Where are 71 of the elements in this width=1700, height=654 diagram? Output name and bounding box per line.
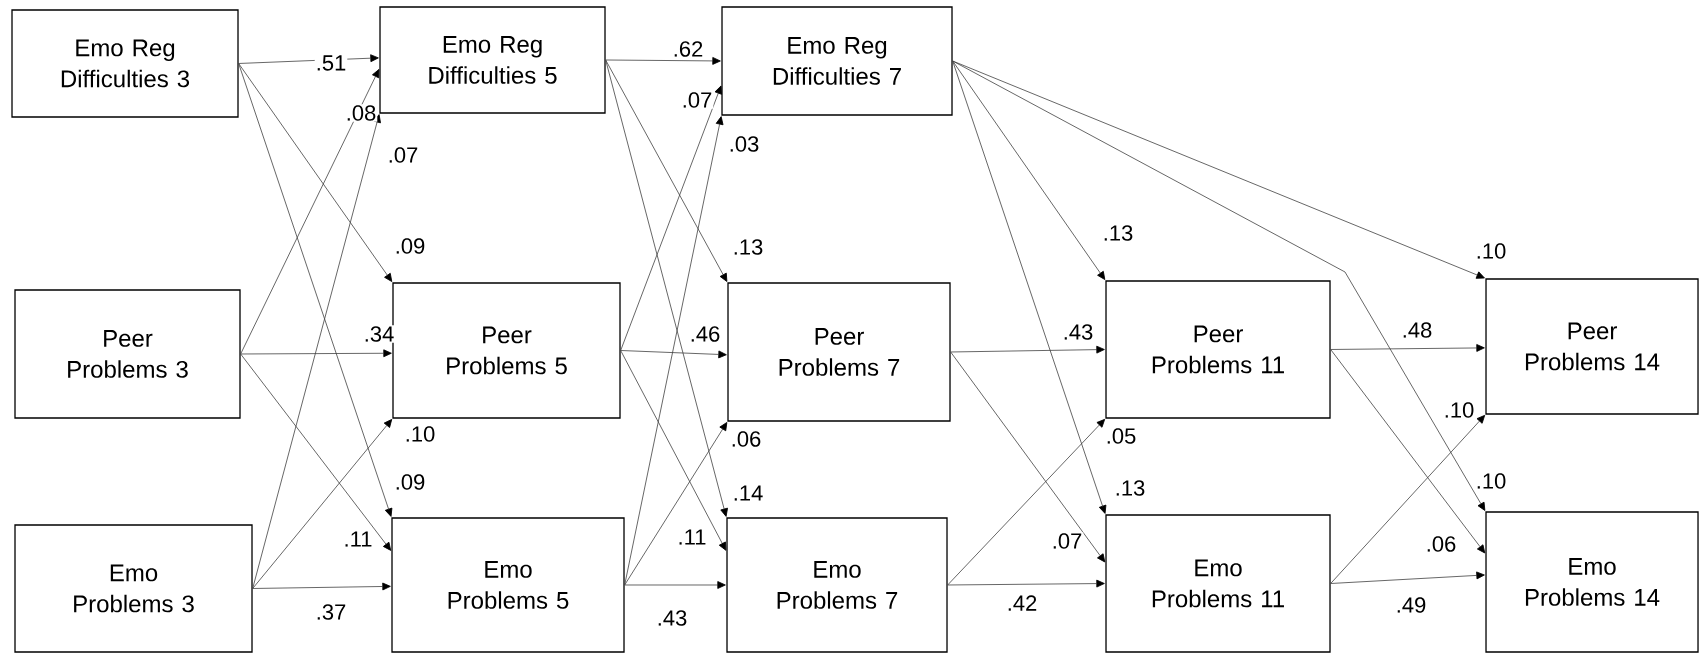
edge-label: .03 bbox=[727, 135, 761, 153]
arrow bbox=[620, 85, 722, 351]
arrow bbox=[1330, 571, 1485, 584]
arrow bbox=[1330, 344, 1485, 352]
edge-label: .46 bbox=[688, 325, 722, 343]
edge-label: .09 bbox=[393, 237, 427, 255]
edge-label: .09 bbox=[393, 473, 427, 491]
variable-box: Emo Reg Difficulties 3 bbox=[11, 9, 239, 118]
arrow bbox=[238, 63, 393, 282]
arrow bbox=[624, 116, 724, 586]
variable-box: Peer Problems 3 bbox=[14, 289, 241, 419]
edge-label: .62 bbox=[671, 40, 705, 58]
arrow bbox=[952, 60, 1485, 279]
edge-label: .37 bbox=[314, 603, 348, 621]
variable-box: Emo Problems 7 bbox=[726, 517, 948, 653]
edge-label: .43 bbox=[1061, 323, 1095, 341]
arrow bbox=[952, 60, 1486, 511]
arrow bbox=[950, 351, 1106, 563]
variable-box: Emo Problems 5 bbox=[391, 517, 625, 653]
edge-label: .07 bbox=[680, 91, 714, 109]
arrow bbox=[624, 422, 728, 586]
arrow bbox=[624, 581, 726, 589]
edge-label: .10 bbox=[1474, 242, 1508, 260]
arrow bbox=[605, 57, 721, 65]
arrow bbox=[1330, 414, 1486, 584]
edge-label: .11 bbox=[676, 528, 708, 546]
arrow bbox=[620, 350, 727, 359]
edge-label: .13 bbox=[1113, 479, 1147, 497]
arrow bbox=[240, 353, 392, 551]
arrow bbox=[240, 69, 380, 355]
variable-box: Emo Problems 14 bbox=[1485, 511, 1699, 653]
arrow bbox=[238, 63, 393, 517]
edge-label: .48 bbox=[1400, 321, 1434, 339]
variable-box: Peer Problems 14 bbox=[1485, 278, 1699, 415]
variable-box: Emo Reg Difficulties 5 bbox=[379, 6, 606, 114]
variable-box: Peer Problems 7 bbox=[727, 282, 951, 422]
arrow bbox=[1330, 349, 1486, 554]
edge-label: .43 bbox=[655, 609, 689, 627]
edge-label: .10 bbox=[1442, 401, 1476, 419]
edge-label: .07 bbox=[1050, 532, 1084, 550]
edge-label: .10 bbox=[1474, 472, 1508, 490]
edge-label: .06 bbox=[729, 430, 763, 448]
arrow bbox=[950, 345, 1105, 354]
arrow bbox=[252, 114, 381, 589]
edge-label: .10 bbox=[403, 425, 437, 443]
arrow bbox=[952, 60, 1106, 280]
arrow bbox=[605, 59, 728, 282]
edge-label: .34 bbox=[362, 325, 396, 343]
edge-label: .14 bbox=[731, 484, 765, 502]
arrow bbox=[252, 419, 393, 589]
arrow bbox=[240, 349, 392, 358]
arrow bbox=[947, 579, 1105, 588]
edge-label: .49 bbox=[1394, 596, 1428, 614]
edge-label: .05 bbox=[1104, 427, 1138, 445]
edge-label: .11 bbox=[342, 530, 374, 548]
arrow bbox=[947, 418, 1106, 586]
arrow bbox=[605, 59, 728, 517]
edge-label: .13 bbox=[731, 238, 765, 256]
edge-label: .08 bbox=[344, 104, 378, 122]
edge-label: .06 bbox=[1424, 535, 1458, 553]
edge-label: .51 bbox=[314, 54, 348, 72]
arrow bbox=[620, 350, 727, 551]
variable-box: Peer Problems 11 bbox=[1105, 280, 1331, 419]
variable-box: Emo Problems 11 bbox=[1105, 514, 1331, 653]
edge-label: .42 bbox=[1005, 594, 1039, 612]
variable-box: Emo Problems 3 bbox=[14, 524, 253, 653]
edge-label: .07 bbox=[386, 146, 420, 164]
edge-label: .13 bbox=[1101, 224, 1135, 242]
arrow bbox=[952, 60, 1107, 514]
variable-box: Emo Reg Difficulties 7 bbox=[721, 6, 953, 116]
arrow bbox=[252, 582, 391, 591]
